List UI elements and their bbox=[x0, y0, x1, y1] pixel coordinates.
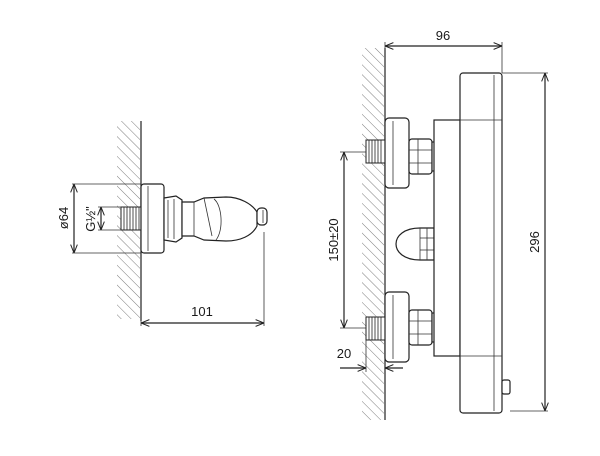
thermostatic-body bbox=[433, 72, 511, 414]
offset-dimension: 20 bbox=[337, 340, 403, 372]
left-threaded-pipe bbox=[120, 206, 144, 231]
left-nut bbox=[163, 195, 183, 243]
right-wall-hatch bbox=[362, 48, 384, 420]
upper-escutcheon bbox=[384, 117, 410, 189]
lower-threaded-pipe bbox=[365, 316, 387, 341]
left-valve-tip bbox=[256, 207, 268, 226]
spacing-dimension: 150±20 bbox=[326, 151, 366, 329]
diameter-label: ø64 bbox=[56, 207, 71, 229]
width-label: 96 bbox=[436, 28, 450, 43]
diameter-dimension: ø64 bbox=[56, 183, 141, 254]
thread-dimension: G½" bbox=[83, 206, 121, 232]
upper-threaded-pipe bbox=[365, 139, 387, 164]
left-escutcheon bbox=[140, 183, 165, 254]
left-valve-body bbox=[181, 196, 258, 242]
middle-outlet bbox=[395, 227, 435, 261]
depth-dimension: 101 bbox=[140, 232, 265, 326]
lower-escutcheon bbox=[384, 291, 410, 363]
depth-label: 101 bbox=[191, 304, 213, 319]
right-side-view: 96 296 150±20 20 bbox=[326, 28, 548, 420]
spacing-label: 150±20 bbox=[326, 218, 341, 261]
offset-label: 20 bbox=[337, 346, 351, 361]
thread-label: G½" bbox=[83, 206, 98, 232]
height-dimension: 296 bbox=[502, 72, 548, 412]
height-label: 296 bbox=[527, 231, 542, 253]
left-side-view: ø64 G½" 101 bbox=[56, 121, 268, 326]
width-dimension: 96 bbox=[384, 28, 503, 73]
